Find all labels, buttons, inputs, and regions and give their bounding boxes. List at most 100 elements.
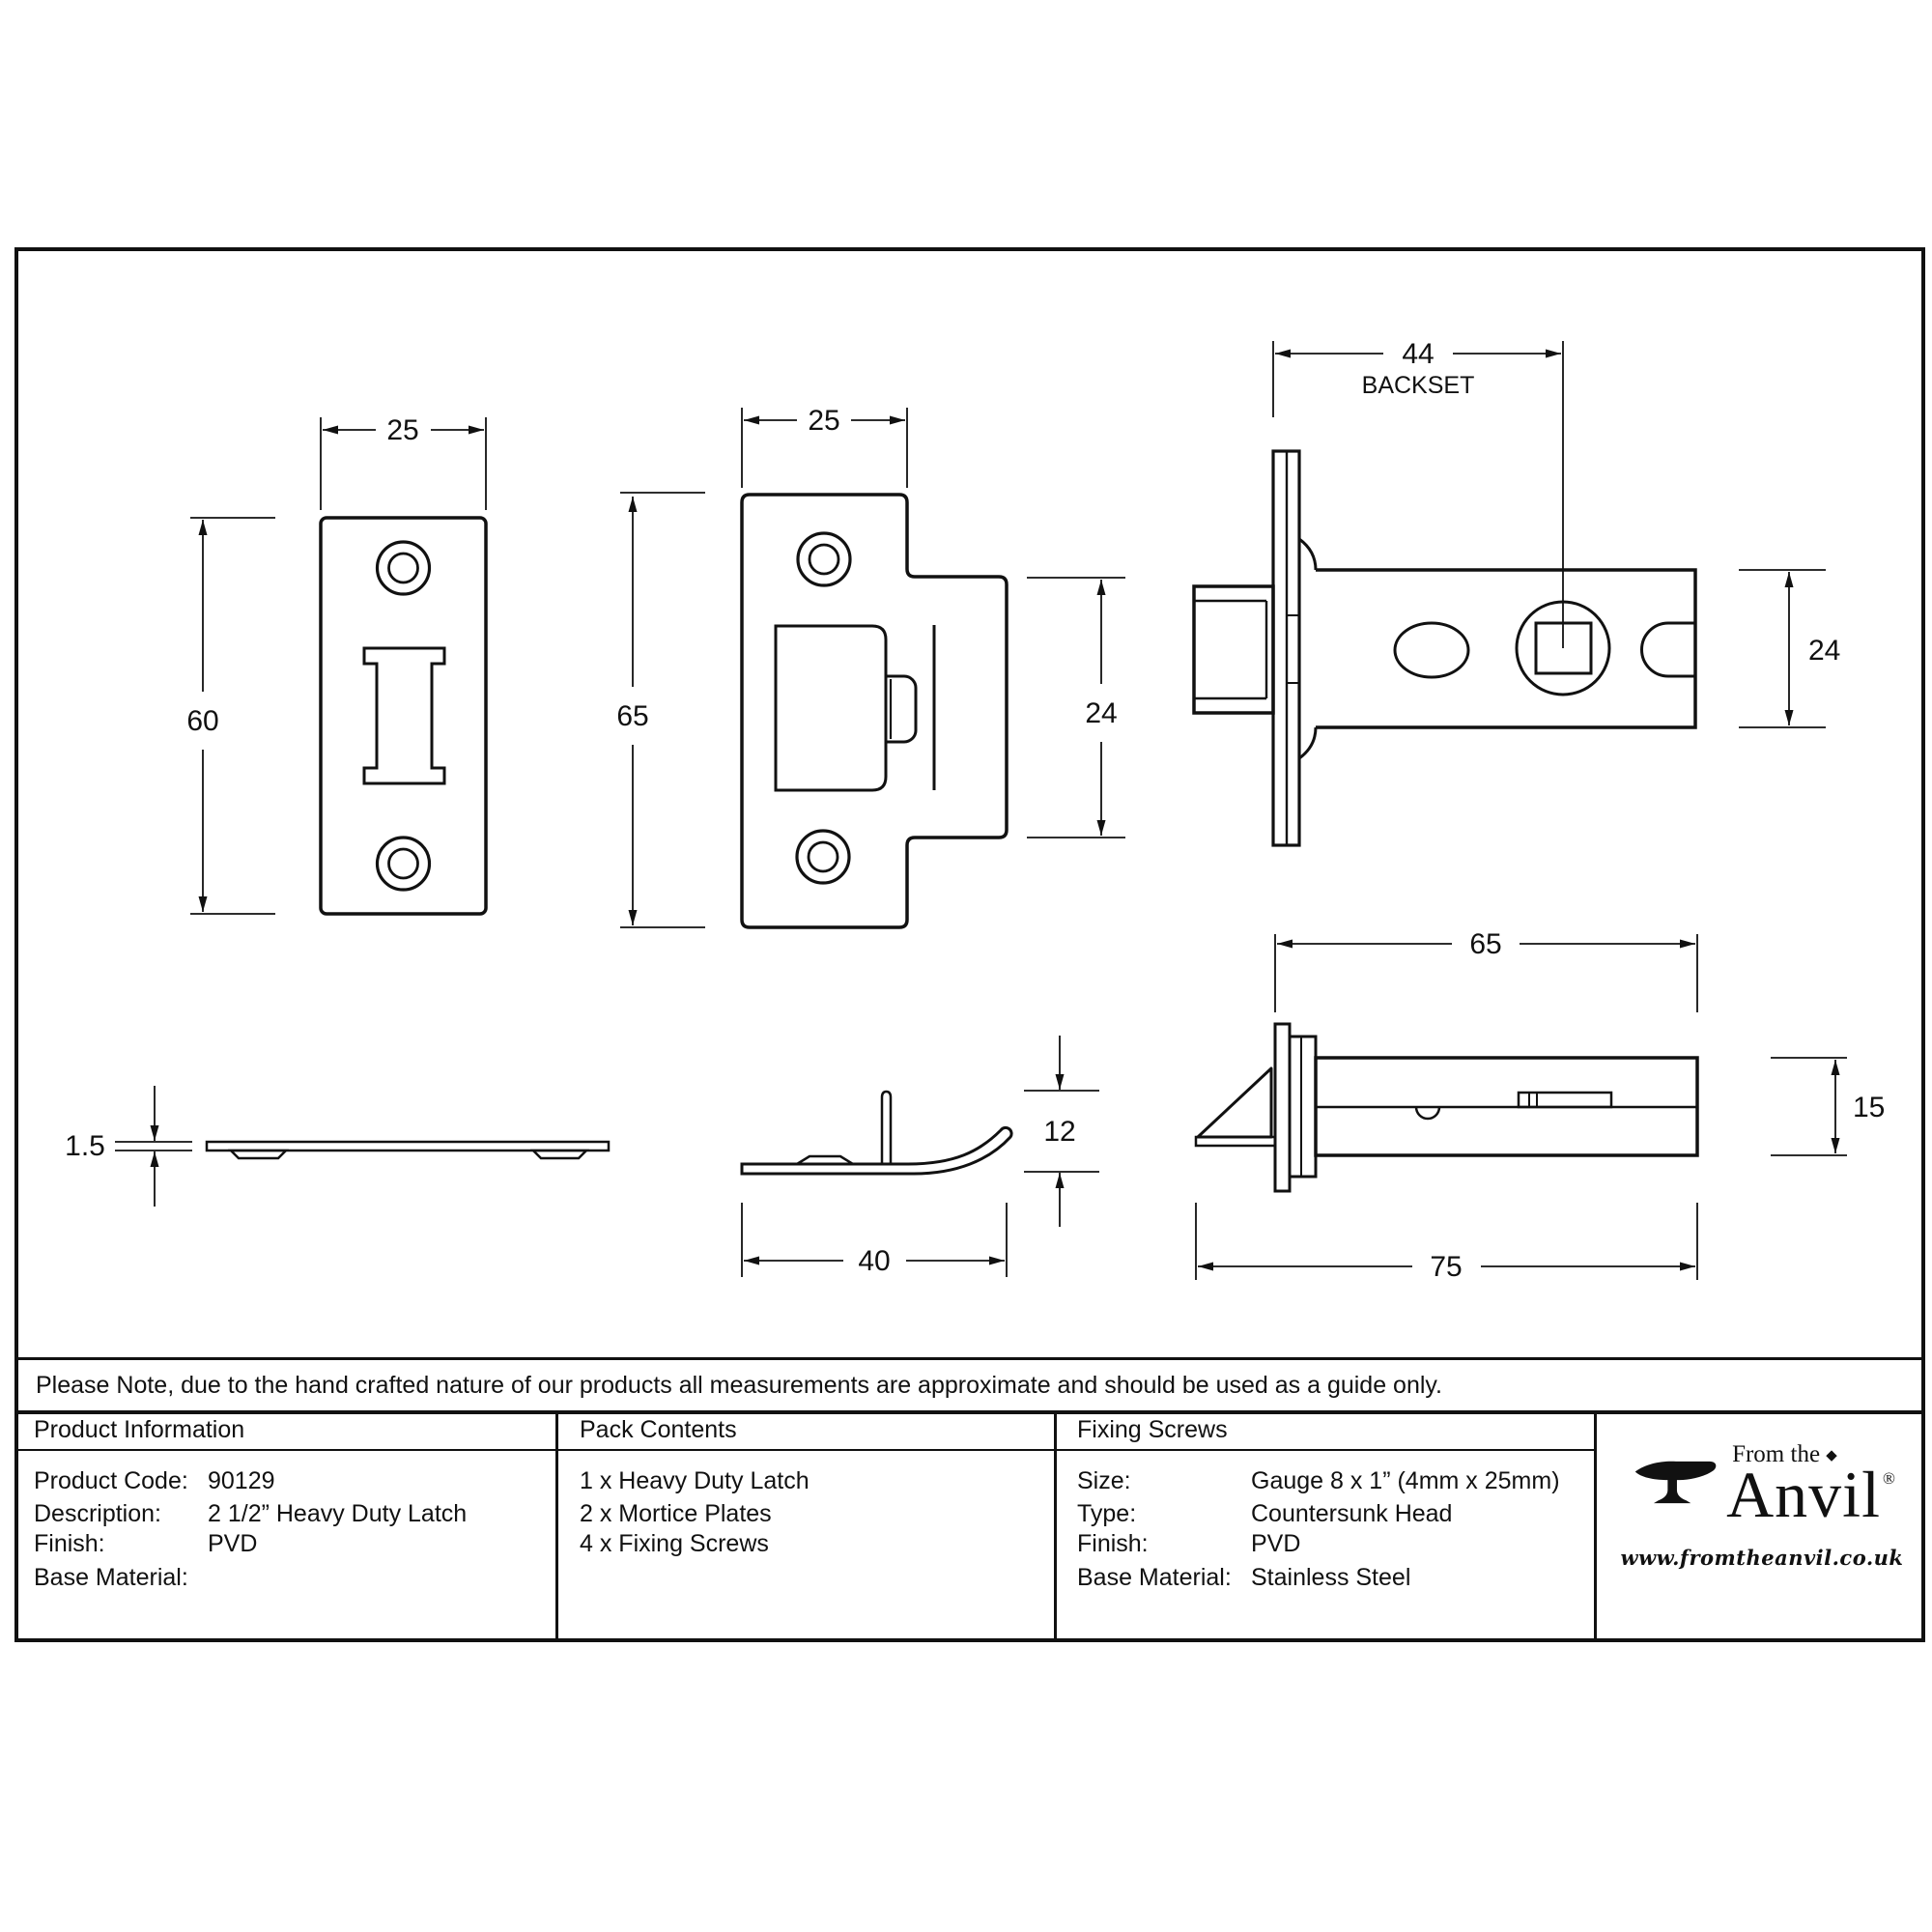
fixing-screws-header: Fixing Screws xyxy=(1077,1416,1228,1443)
case-contour xyxy=(1298,726,1318,760)
latch-body-top-drawing: 65 75 15 xyxy=(1194,928,1885,1283)
row-value: Gauge 8 x 1” (4mm x 25mm) xyxy=(1251,1467,1560,1494)
row-value: 90129 xyxy=(208,1467,275,1494)
latch-cutout xyxy=(362,646,446,785)
dimension-label: 12 xyxy=(1043,1116,1075,1148)
dimension-label: 75 xyxy=(1430,1251,1462,1283)
dimension-label: 44 xyxy=(1402,338,1434,370)
product-information-header: Product Information xyxy=(34,1416,245,1443)
table-divider xyxy=(1054,1410,1057,1642)
latch-case xyxy=(1316,568,1697,729)
measurement-note: Please Note, due to the hand crafted nat… xyxy=(14,1357,1925,1410)
dimension-25 xyxy=(741,408,908,488)
screw-hole-inner xyxy=(808,543,840,576)
screw-hole xyxy=(796,531,852,587)
striker-plate-outline xyxy=(740,493,1009,929)
dimension-24 xyxy=(1027,577,1125,838)
case-contour xyxy=(1298,537,1318,571)
dimension-backset xyxy=(1272,341,1564,648)
latch-opening xyxy=(774,624,888,792)
pack-item: 1 x Heavy Duty Latch xyxy=(580,1467,810,1494)
striker-plate-side-drawing: 12 40 xyxy=(740,1036,1099,1277)
table-top-line xyxy=(14,1410,1925,1414)
dimension-label: 65 xyxy=(616,700,648,732)
fixing-slot xyxy=(1393,621,1470,679)
dimension-label: 40 xyxy=(858,1245,890,1277)
row-label: Base Material: xyxy=(1077,1564,1232,1591)
screw-hole-inner xyxy=(387,552,419,584)
row-value: PVD xyxy=(208,1530,258,1557)
plate-edge-outline xyxy=(205,1140,611,1152)
row-value: Stainless Steel xyxy=(1251,1564,1411,1591)
dimension-label: 65 xyxy=(1469,928,1501,960)
dimension-65 xyxy=(620,492,705,928)
countersunk-screw-bump xyxy=(227,1149,290,1160)
table-divider xyxy=(555,1410,558,1642)
dimension-15 xyxy=(1771,1057,1847,1156)
logo-url: www.fromtheanvil.co.uk xyxy=(1620,1546,1904,1570)
row-label: Type: xyxy=(1077,1500,1137,1527)
dimension-label: 1.5 xyxy=(65,1130,105,1162)
pack-contents-header: Pack Contents xyxy=(580,1416,737,1443)
anvil-icon xyxy=(1634,1461,1717,1504)
dimension-60 xyxy=(190,517,275,915)
row-value: 2 1/2” Heavy Duty Latch xyxy=(208,1500,468,1527)
dimension-40 xyxy=(741,1203,1008,1277)
plate-edge-drawing: 1.5 xyxy=(65,1086,611,1207)
dimension-label: 24 xyxy=(1085,697,1117,729)
row-label: Size: xyxy=(1077,1467,1131,1494)
pack-item: 2 x Mortice Plates xyxy=(580,1500,772,1527)
row-label: Description: xyxy=(34,1500,161,1527)
screw-hole-inner xyxy=(807,840,839,873)
pack-item: 4 x Fixing Screws xyxy=(580,1530,769,1557)
table-divider xyxy=(1594,1410,1597,1642)
table-header-line xyxy=(14,1449,1594,1451)
striker-plate-front-drawing: 25 65 24 xyxy=(616,405,1125,929)
latch-bolt xyxy=(1192,584,1275,715)
slider-detail xyxy=(1517,1091,1613,1109)
bolt-bevel xyxy=(1196,1066,1273,1139)
countersunk-screw-bump xyxy=(792,1154,858,1166)
anvil-logo: From the ◆ Anvil® www.fromtheanvil.co.uk xyxy=(1611,1441,1913,1570)
notch xyxy=(1414,1106,1441,1121)
mortice-plate-outline xyxy=(319,516,488,916)
dimension-24 xyxy=(1739,569,1826,728)
dimension-65 xyxy=(1274,934,1698,1012)
cover-plate-edge xyxy=(1288,1035,1318,1179)
screw-hole-inner xyxy=(387,847,419,880)
row-label: Product Code: xyxy=(34,1467,188,1494)
screw-hole xyxy=(375,836,432,892)
logo-tagline-text: From the xyxy=(1732,1441,1821,1467)
latch-tongue xyxy=(884,674,918,744)
faceplate-edge xyxy=(1273,1022,1292,1193)
dimension-label: 25 xyxy=(386,414,418,446)
curved-plate-outline xyxy=(740,1125,1013,1176)
countersunk-screw-bump xyxy=(529,1149,590,1160)
dimension-25 xyxy=(320,417,487,510)
mortice-plate-front-drawing: 25 60 xyxy=(186,414,488,916)
sheet-border xyxy=(14,247,1925,1642)
latch-body-side-drawing: 44 BACKSET 24 xyxy=(1192,338,1840,847)
dimension-label: 60 xyxy=(186,705,218,737)
backset-label: BACKSET xyxy=(1362,372,1475,399)
locating-pin xyxy=(880,1090,893,1164)
dimension-12 xyxy=(1024,1036,1099,1227)
dimension-label: 15 xyxy=(1853,1092,1885,1123)
registered-mark: ® xyxy=(1882,1469,1896,1488)
bolt-base-plate xyxy=(1194,1135,1277,1148)
dimension-label: 25 xyxy=(808,405,839,437)
rear-slot xyxy=(1640,621,1695,678)
row-label: Finish: xyxy=(1077,1530,1149,1557)
row-label: Base Material: xyxy=(34,1564,188,1591)
row-value: PVD xyxy=(1251,1530,1301,1557)
row-label: Finish: xyxy=(34,1530,105,1557)
dimension-75 xyxy=(1195,1203,1698,1280)
screw-hole xyxy=(375,540,432,596)
logo-tagline: From the ◆ xyxy=(1732,1441,1894,1468)
row-value: Countersunk Head xyxy=(1251,1500,1453,1527)
logo-diamond: ◆ xyxy=(1826,1448,1837,1463)
logo-name: Anvil® xyxy=(1726,1462,1896,1540)
dimension-label: 24 xyxy=(1808,635,1840,667)
dimension-thickness xyxy=(115,1086,192,1207)
